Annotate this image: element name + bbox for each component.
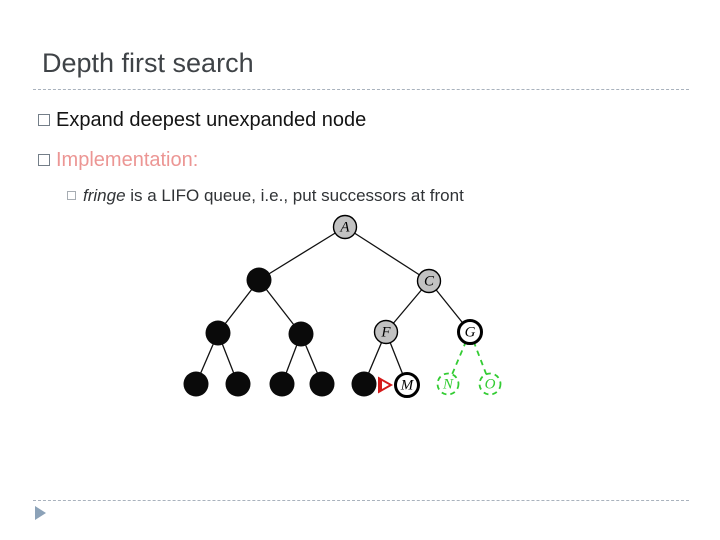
bullet-square-icon [38,114,50,126]
tree-edge-A-C [344,226,430,282]
tree-node-label-N: N [442,377,454,393]
tree-node-O [478,372,502,396]
tree-node-label-F: F [380,325,391,341]
tree-node-I [225,371,251,397]
tree-node-A [332,214,358,240]
tree-node-label-O: O [485,377,496,393]
tree-node-J [269,371,295,397]
bullet-square-icon [38,154,50,166]
tree-node-label-C: C [424,274,435,290]
bullet-implementation-text: Implementation: [56,149,199,171]
tree-node-L [351,371,377,397]
tree-node-label-G: G [465,325,476,341]
tree-node-H [183,371,209,397]
bullet-fringe: fringe is a LIFO queue, i.e., put succes… [67,186,464,206]
slide-title: Depth first search [42,48,254,78]
tree-node-K [309,371,335,397]
tree-node-N [436,372,460,396]
bullet-fringe-text: fringe is a LIFO queue, i.e., put succes… [83,186,464,206]
tree-node-D [205,320,231,346]
bullet-implementation: Implementation: [38,149,198,172]
tree-node-C [416,268,442,294]
fringe-italic-text: fringe [83,186,126,205]
tree-node-B [246,267,272,293]
tree-node-label-M: M [400,378,415,394]
tree-edge-A-B [258,226,346,281]
title-divider [33,89,689,90]
bullet-square-small-icon [67,191,76,200]
tree-node-E [288,321,314,347]
tree-node-M [394,372,420,398]
current-node-arrow-inner-icon [382,381,389,389]
tree-node-F [373,319,399,345]
tree-node-G [457,319,483,345]
bullet-expand: Expand deepest unexpanded node [38,109,366,132]
slide-footer-arrow-icon [35,506,46,520]
bullet-expand-text: Expand deepest unexpanded node [56,109,367,131]
footer-divider [33,500,689,501]
tree-node-label-A: A [339,220,350,236]
fringe-rest-text: is a LIFO queue, i.e., put successors at… [125,186,464,205]
